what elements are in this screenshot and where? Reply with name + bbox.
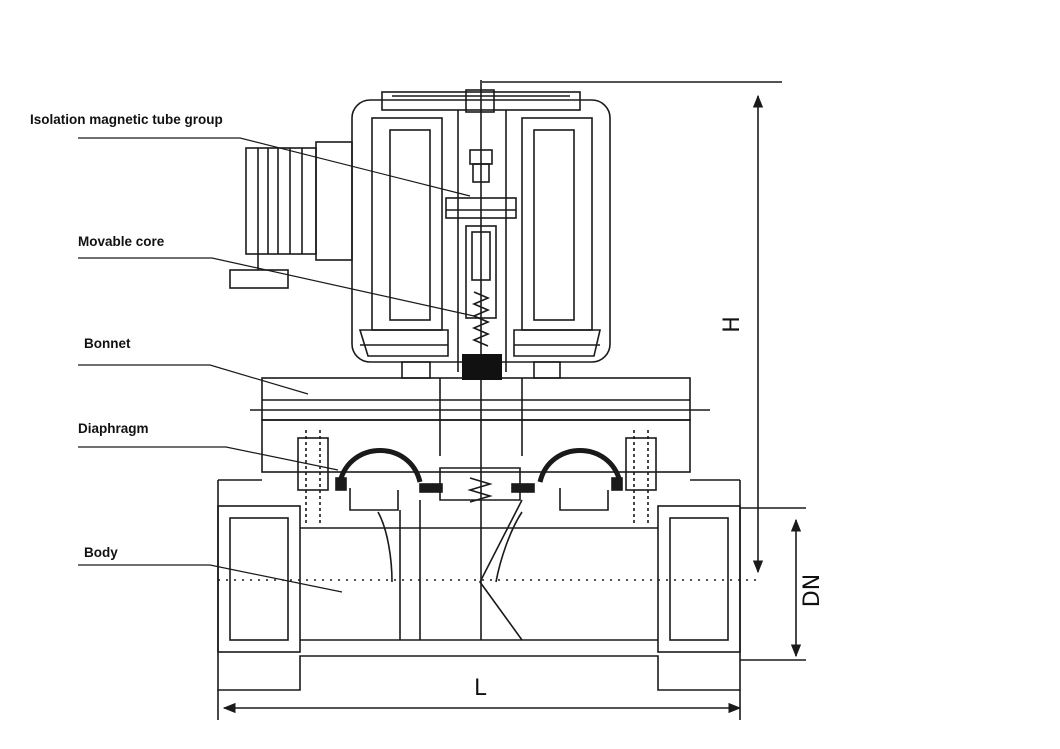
leader-isolation <box>78 137 471 197</box>
leader-diaphragm <box>78 446 339 471</box>
dimension-label-dn: DN <box>800 573 826 608</box>
label-isolation-magnetic-tube-group: Isolation magnetic tube group <box>30 112 223 127</box>
label-diaphragm: Diaphragm <box>78 421 149 436</box>
connector-box <box>229 141 353 289</box>
dimension-lines <box>217 81 806 720</box>
label-movable-core: Movable core <box>78 234 165 249</box>
valve-body <box>217 479 760 691</box>
label-bonnet: Bonnet <box>84 336 131 351</box>
leader-movable-core <box>78 257 475 317</box>
diaphragm <box>335 448 623 511</box>
movable-core-block <box>462 354 502 380</box>
leader-bonnet <box>78 364 309 395</box>
leader-lines <box>78 137 475 593</box>
dimension-label-l: L <box>474 676 487 701</box>
leader-body <box>78 564 343 593</box>
bonnet <box>250 361 710 525</box>
dimension-label-h: H <box>719 316 745 333</box>
label-body: Body <box>84 545 118 560</box>
